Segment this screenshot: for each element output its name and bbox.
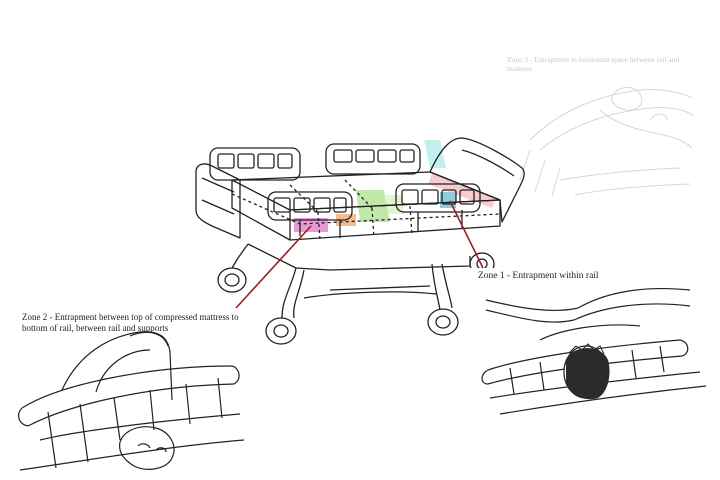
- zone1-pointer-line: [449, 200, 484, 269]
- zone1-head-illustration: [563, 343, 610, 400]
- zone3-caption: Zone 3 - Entrapment in horizontal space …: [507, 55, 680, 73]
- zone-cyan-highlight: [424, 140, 446, 168]
- zone2-highlight: [294, 218, 328, 232]
- zone2-pointer-line: [235, 225, 312, 309]
- zone2-caption: Zone 2 - Entrapment between top of compr…: [22, 312, 239, 333]
- zone2-panel-background: [12, 330, 250, 480]
- zone-pink-stripe: [428, 174, 496, 208]
- zone1-caption: Zone 1 - Entrapment within rail: [478, 271, 599, 281]
